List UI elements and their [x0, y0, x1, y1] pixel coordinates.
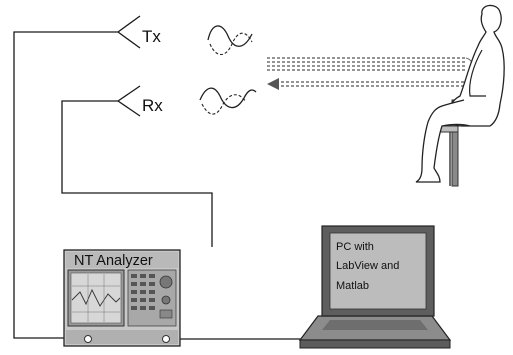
tx-antenna-icon: [117, 15, 141, 49]
nt-analyzer-device: [63, 249, 181, 347]
radar-beam: [267, 57, 475, 90]
laptop-pc-device: [298, 225, 452, 349]
transmitted-wave-icon: [207, 25, 253, 56]
tx-label: Tx: [142, 27, 161, 46]
seated-person-icon: [415, 4, 505, 187]
pc-label-line1: PC with: [336, 241, 374, 253]
received-wave-icon: [199, 87, 257, 115]
rx-cable: [61, 100, 213, 247]
rx-antenna-icon: [117, 85, 141, 117]
pc-label-line2: LabView and: [336, 260, 399, 272]
analyzer-label: NT Analyzer: [74, 253, 153, 269]
tx-cable: [13, 31, 118, 339]
pc-label-line3: Matlab: [336, 280, 369, 292]
rx-label: Rx: [142, 96, 163, 115]
